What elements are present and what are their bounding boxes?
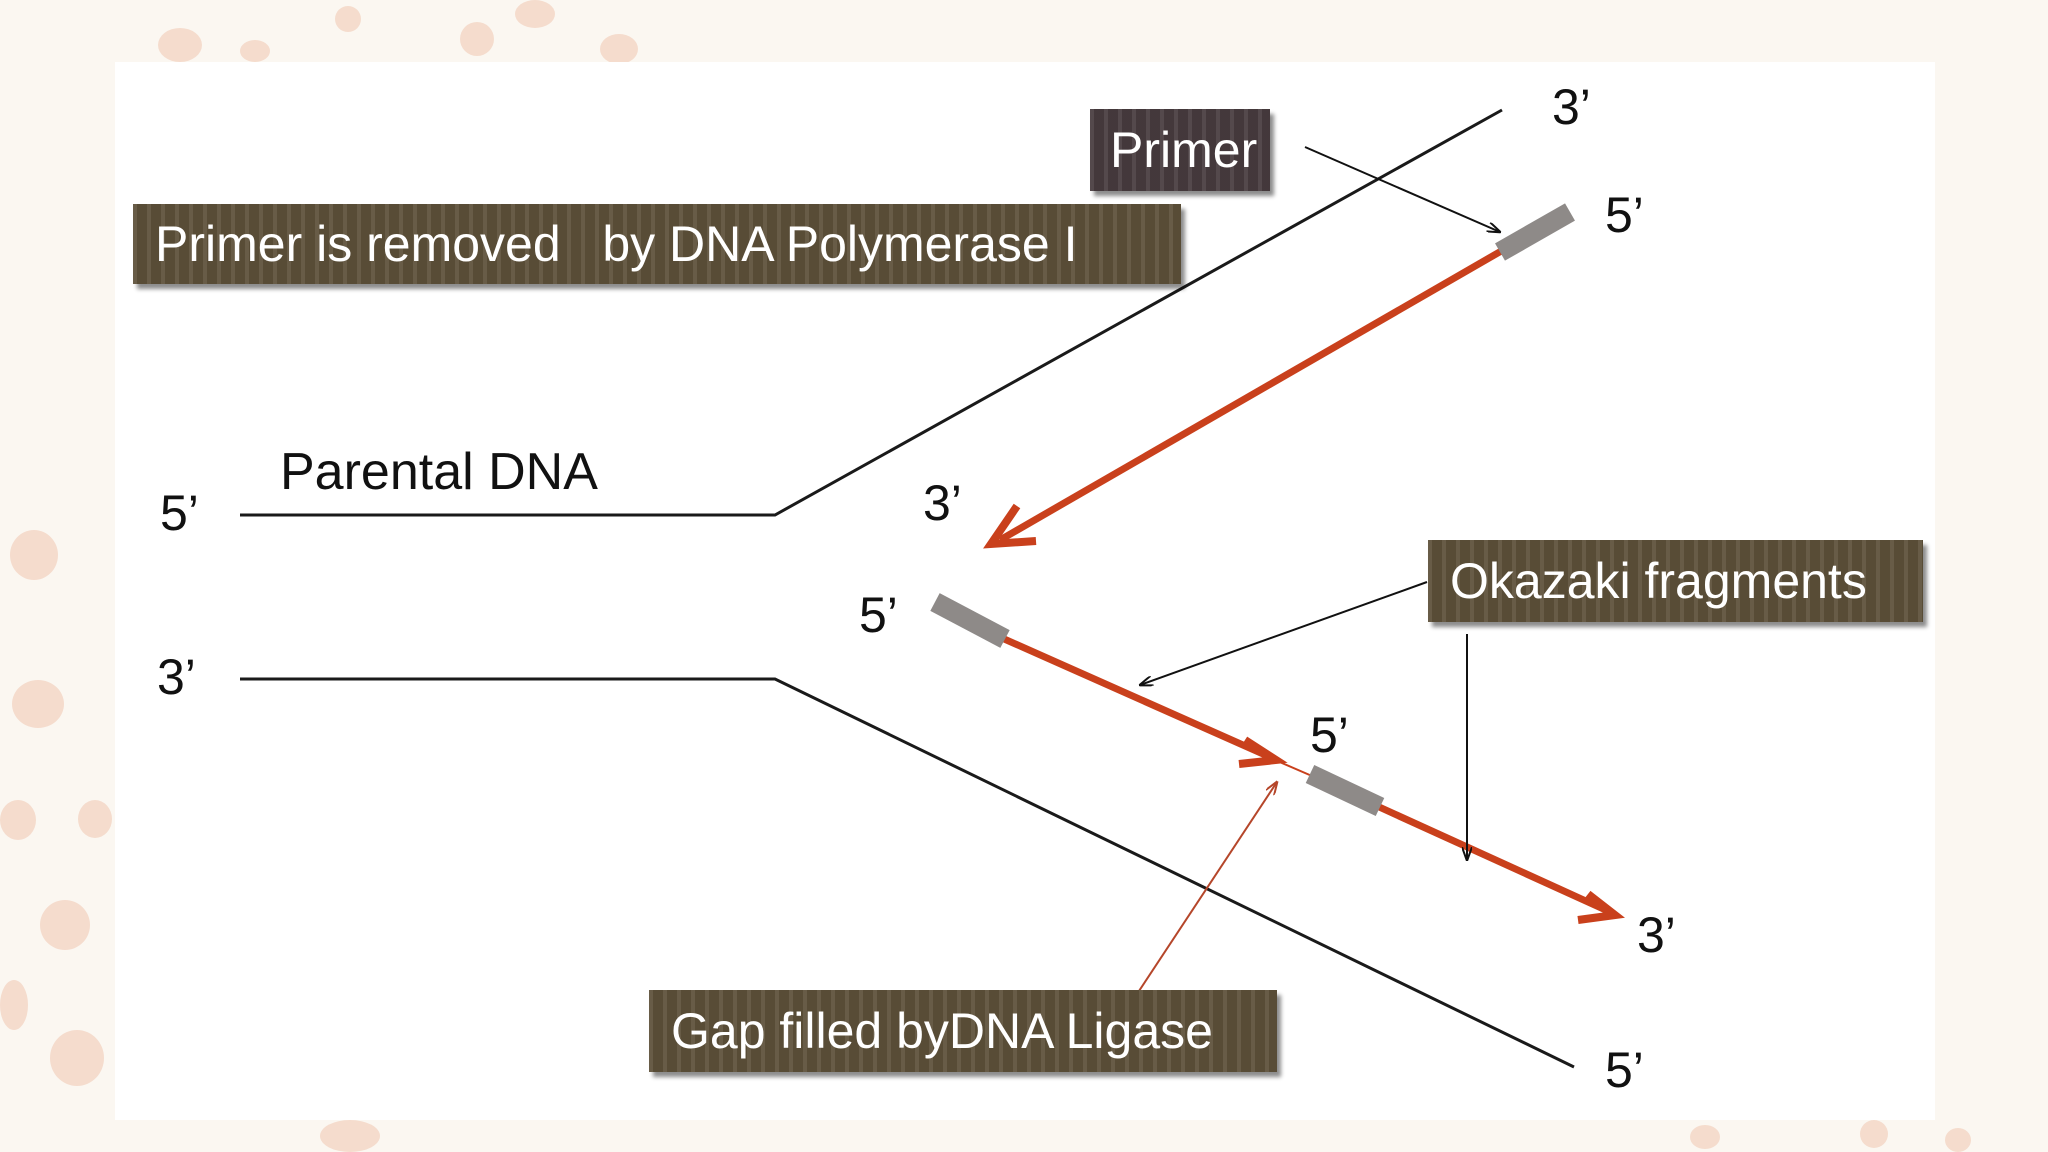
okazaki-pointer-1 (1140, 581, 1428, 685)
end-label-bottom-right: 5’ (1605, 1042, 1644, 1098)
background-dot (1945, 1128, 1971, 1152)
okazaki-primer-1 (930, 593, 1010, 648)
parental-bottom-strand (240, 677, 1575, 1069)
end-label-leading-primer: 5’ (1605, 187, 1644, 243)
end-label-fragment1-start: 5’ (859, 587, 898, 643)
end-label-leading-arrow: 3’ (923, 475, 962, 531)
parental-dna-label: Parental DNA (280, 443, 598, 501)
background-dot (0, 980, 28, 1030)
end-label-bottom-left: 3’ (157, 649, 196, 705)
gap-line (1274, 759, 1313, 777)
okazaki-primer-2 (1305, 764, 1385, 817)
okazaki-fragment-2-arrowhead (1577, 890, 1625, 924)
primer-label: Primer (1090, 109, 1270, 191)
background-dot (78, 800, 112, 838)
replication-fork-diagram: 5’ 3’ 5’ 3’ 5’ 5’ 3’ 3’ 5’ Parental DNA (157, 79, 1676, 1098)
primer-pointer (1304, 146, 1500, 232)
gap-pointer (1136, 782, 1277, 995)
primer-removed-label-text: Primer is removed by DNA Polymerase I (155, 216, 1078, 272)
background-dot (50, 1030, 104, 1086)
end-label-fragment2-end: 3’ (1637, 907, 1676, 963)
diagram-slide: 5’ 3’ 5’ 3’ 5’ 5’ 3’ 3’ 5’ Parental DNA … (115, 62, 1935, 1120)
background-dot (0, 800, 36, 840)
gap-filled-label-text: Gap filled byDNA Ligase (671, 1003, 1213, 1059)
background-dot (10, 530, 58, 580)
primer-label-text: Primer (1110, 122, 1258, 178)
background-dot (158, 28, 202, 62)
okazaki-fragments-label: Okazaki fragments (1428, 540, 1923, 622)
background-dot (240, 40, 270, 62)
okazaki-fragment-1 (1000, 634, 1272, 761)
background-dot (335, 6, 361, 32)
background-dot (40, 900, 90, 950)
background-dot (12, 680, 64, 728)
gap-filled-label: Gap filled byDNA Ligase (649, 990, 1277, 1072)
parental-top-strand (240, 108, 1503, 517)
okazaki-fragment-1-arrowhead (1238, 736, 1288, 768)
leading-new-strand (983, 246, 1505, 549)
okazaki-fragments-label-text: Okazaki fragments (1450, 553, 1867, 609)
background-dot (320, 1120, 380, 1152)
end-label-fragment2-start: 5’ (1310, 707, 1349, 763)
background-dot (515, 0, 555, 28)
end-label-top-right: 3’ (1552, 79, 1591, 135)
primer-removed-label: Primer is removed by DNA Polymerase I (133, 204, 1181, 284)
okazaki-fragment-2 (1375, 802, 1612, 916)
background-dot (460, 22, 494, 56)
background-dot (1690, 1125, 1720, 1149)
background-dot (600, 34, 638, 64)
leading-primer (1495, 203, 1575, 261)
end-label-top-left: 5’ (160, 485, 199, 541)
background-dot (1860, 1120, 1888, 1148)
